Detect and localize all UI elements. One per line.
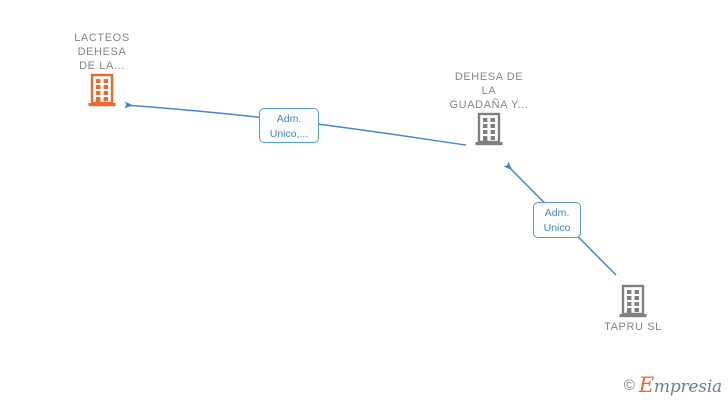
- node-tapru[interactable]: TAPRU SL: [553, 284, 713, 334]
- empresia-logo: Empresia: [639, 375, 722, 396]
- node-lacteos-dehesa[interactable]: LACTEOS DEHESA DE LA...: [22, 31, 182, 107]
- copyright-icon: ©: [623, 377, 635, 394]
- edge-label-adm-unico-2[interactable]: Adm. Unico: [533, 202, 581, 238]
- building-icon: [619, 284, 647, 318]
- node-dehesa-guadana[interactable]: DEHESA DE LA GUADAÑA Y...: [409, 70, 569, 146]
- node-label-tapru: TAPRU SL: [604, 321, 662, 333]
- empresia-watermark: © Empresia: [624, 375, 722, 396]
- empresia-logo-initial: E: [638, 373, 654, 397]
- node-label-dehesa-guadana: DEHESA DE LA GUADAÑA Y...: [449, 71, 529, 111]
- building-icon: [475, 112, 503, 146]
- node-label-lacteos: LACTEOS DEHESA DE LA...: [74, 32, 130, 72]
- building-icon: [88, 73, 116, 107]
- edge-label-adm-unico-1[interactable]: Adm. Unico,...: [259, 108, 319, 143]
- empresia-logo-rest: mpresia: [653, 377, 722, 397]
